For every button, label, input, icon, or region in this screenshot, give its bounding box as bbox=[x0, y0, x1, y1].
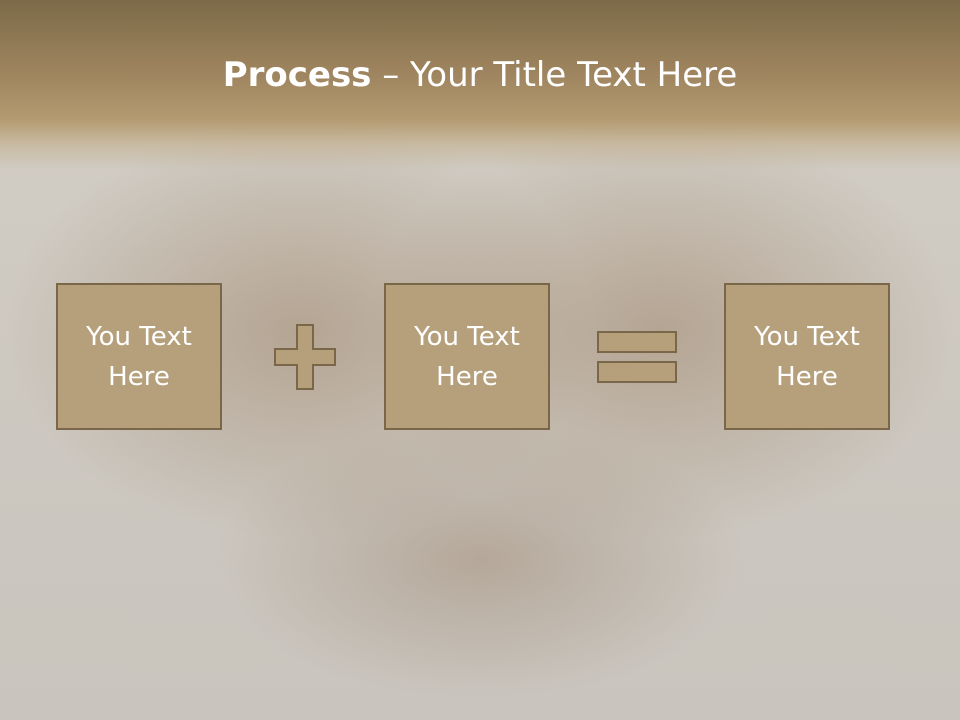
process-box-2-text: You Text Here bbox=[414, 321, 520, 392]
process-box-3: You Text Here bbox=[724, 283, 890, 430]
slide-title: Process – Your Title Text Here bbox=[0, 52, 960, 98]
process-box-2: You Text Here bbox=[384, 283, 550, 430]
title-rest: – Your Title Text Here bbox=[371, 55, 738, 95]
plus-icon bbox=[274, 324, 336, 390]
process-box-1-text: You Text Here bbox=[86, 321, 192, 392]
equals-icon bbox=[597, 331, 677, 383]
process-box-3-text: You Text Here bbox=[754, 321, 860, 392]
process-box-1: You Text Here bbox=[56, 283, 222, 430]
title-band bbox=[0, 0, 960, 170]
title-bold-word: Process bbox=[222, 55, 372, 95]
